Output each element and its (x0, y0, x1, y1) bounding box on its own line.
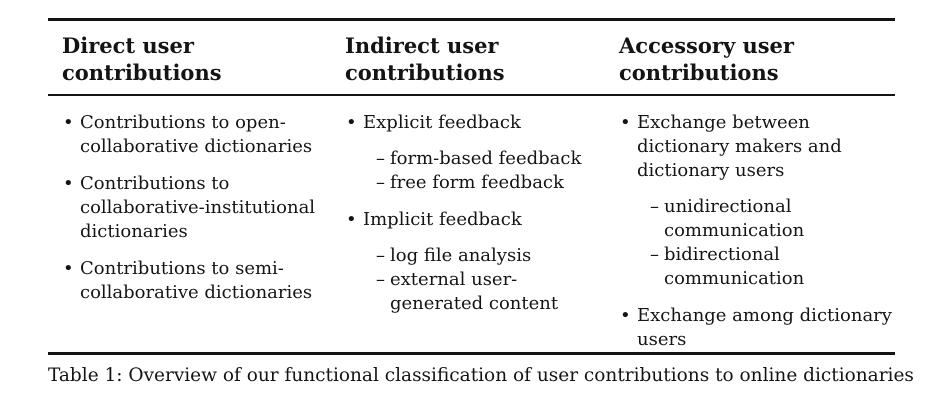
list-item: • Exchange between dictionary makers and … (620, 111, 895, 291)
sub-list-item: –form-based feedback (376, 147, 605, 171)
sub-item-label: unidirectional communication (664, 196, 805, 241)
list-item: • Contributions to semi-collaborative dic… (63, 257, 331, 305)
sub-item-label: external user-generated content (390, 269, 559, 314)
table-caption: Table 1: Overview of our functional clas… (48, 365, 914, 386)
mid-rule (48, 94, 895, 96)
item-label: Contributions to open-collaborative dict… (80, 112, 313, 157)
dash-icon: – (650, 244, 659, 265)
dash-icon: – (650, 196, 659, 217)
column-accessory-contributions: • Exchange between dictionary makers and … (605, 111, 895, 352)
item-list: • Contributions to open-collaborative dic… (62, 111, 331, 305)
sub-item-label: log file analysis (390, 245, 532, 266)
list-item: • Exchange among dictionary users (620, 304, 895, 352)
sub-item-label: free form feedback (390, 172, 564, 193)
dash-icon: – (376, 172, 385, 193)
bullet-icon: • (620, 112, 631, 133)
item-label: Contributions to collaborative-instituti… (80, 173, 316, 242)
column-header-accessory: Accessory user contributions (619, 33, 794, 85)
sub-list-item: –free form feedback (376, 171, 605, 195)
bullet-icon: • (63, 112, 74, 133)
bullet-icon: • (63, 258, 74, 279)
sub-list-item: –external user-generated content (376, 268, 605, 316)
bullet-icon: • (620, 305, 631, 326)
dash-icon: – (376, 269, 385, 290)
item-label: Contributions to semi-collaborative dict… (80, 258, 313, 303)
table-body-row: • Contributions to open-collaborative dic… (48, 96, 895, 352)
sub-list-item: –log file analysis (376, 244, 605, 268)
sub-item-list: –log file analysis–external user-generat… (363, 244, 605, 316)
top-rule (48, 18, 895, 21)
column-indirect-contributions: •Explicit feedback–form-based feedback–f… (331, 111, 605, 352)
bullet-icon: • (346, 209, 357, 230)
bullet-icon: • (346, 112, 357, 133)
item-label: Implicit feedback (363, 209, 522, 230)
bottom-rule (48, 352, 895, 355)
table-header-row: Direct user contributions Indirect user … (48, 21, 895, 94)
list-item: • Contributions to collaborative-institut… (63, 172, 331, 244)
list-item: • Implicit feedback –log file analysis–ext… (346, 208, 605, 316)
dash-icon: – (376, 245, 385, 266)
list-item: • Contributions to open-collaborative dic… (63, 111, 331, 159)
column-header-direct: Direct user contributions (62, 33, 222, 85)
bullet-icon: • (63, 173, 74, 194)
dash-icon: – (376, 148, 385, 169)
sub-list-item: –bidirectional communication (650, 243, 895, 291)
sub-item-label: bidirectional communication (664, 244, 805, 289)
column-direct-contributions: • Contributions to open-collaborative dic… (48, 111, 331, 352)
column-header-indirect: Indirect user contributions (345, 33, 505, 85)
item-label: Explicit feedback (363, 112, 521, 133)
item-list: • Exchange between dictionary makers and … (619, 111, 895, 352)
sub-item-label: form-based feedback (390, 148, 582, 169)
sub-item-list: –form-based feedback–free form feedback (363, 147, 605, 195)
list-item: • Explicit feedback –form-based feedback–f… (346, 111, 605, 195)
item-label: Exchange between dictionary makers and d… (637, 112, 842, 181)
sub-list-item: –unidirectional communication (650, 195, 895, 243)
item-label: Exchange among dictionary users (637, 305, 892, 350)
item-list: •Explicit feedback–form-based feedback–f… (345, 111, 605, 316)
sub-item-list: –unidirectional communication–bidirectio… (637, 195, 895, 291)
classification-table: Direct user contributions Indirect user … (48, 18, 914, 388)
